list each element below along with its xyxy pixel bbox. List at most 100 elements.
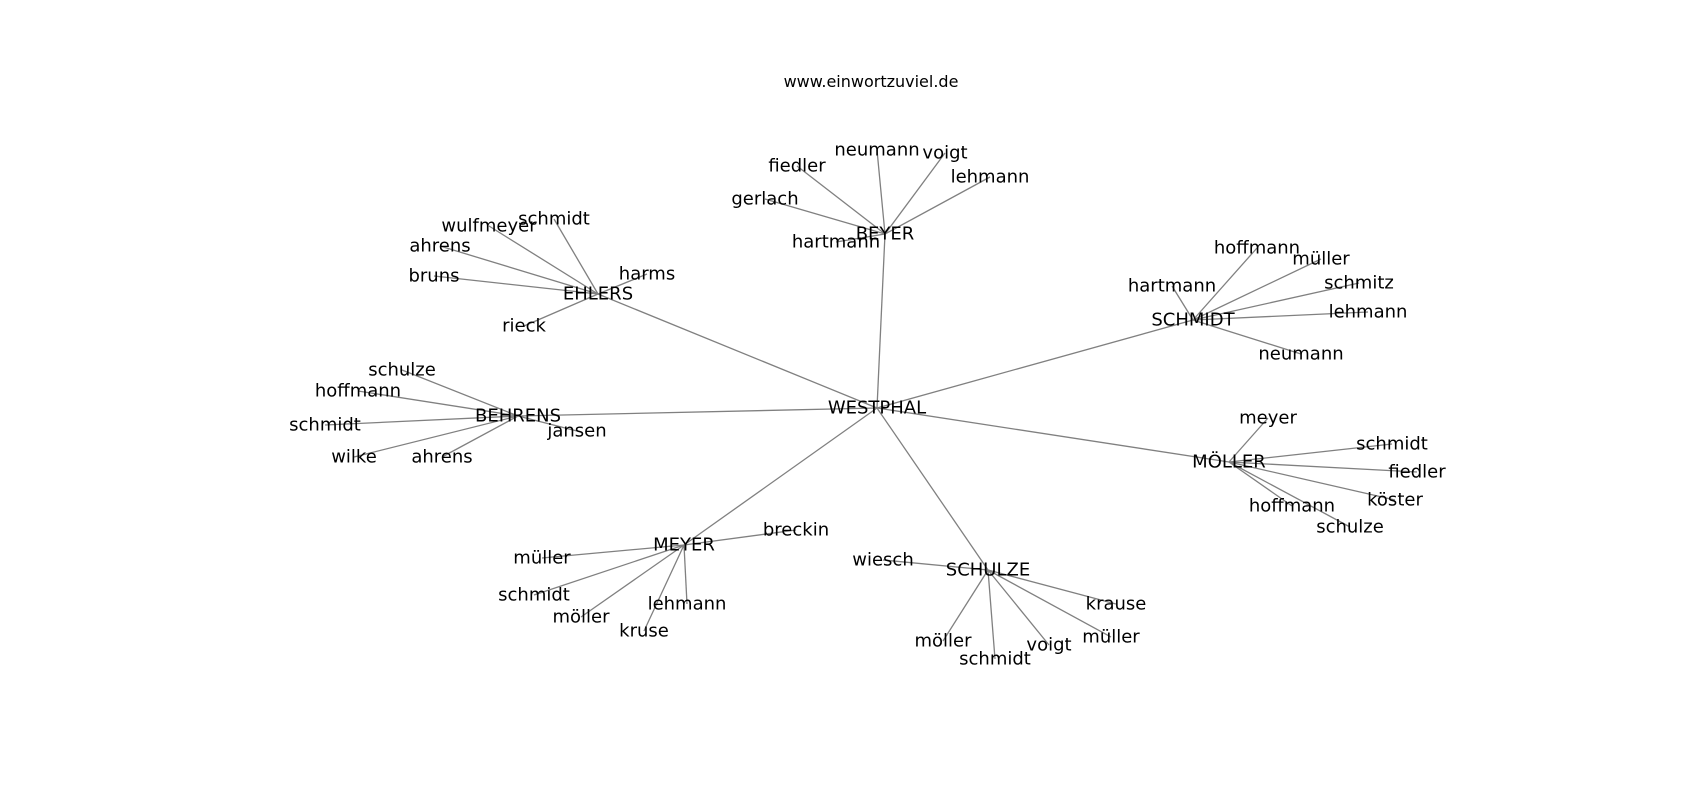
edge-beyer-gerlach (764, 198, 886, 235)
leaf-node-label: rieck (502, 316, 546, 337)
edge-möller-hoffmann (1228, 461, 1293, 507)
edge-beyer-fiedler (796, 165, 886, 235)
leaf-node-label: schulze (1316, 517, 1384, 538)
edge-beyer-hartmann (835, 233, 886, 243)
edge-behrens-ahrens (441, 415, 519, 458)
leaf-node-label: meyer (1239, 408, 1297, 429)
leaf-node-label: schmidt (959, 649, 1031, 670)
edge-meyer-müller (541, 544, 685, 559)
edge-schulze-voigt (987, 569, 1050, 646)
edge-behrens-wilke (353, 415, 519, 458)
leaf-node-label: ahrens (411, 447, 472, 468)
edge-beyer-neumann (876, 149, 886, 235)
leaf-node-label: wulfmeyer (441, 216, 537, 237)
edge-ehlers-schmidt (553, 218, 599, 295)
edge-meyer-schmidt (533, 544, 685, 596)
leaf-node-label: schulze (368, 360, 436, 381)
cluster-node-label: SCHULZE (946, 560, 1030, 581)
leaf-node-label: müller (1082, 627, 1140, 648)
edge-beyer-lehmann (884, 176, 991, 235)
edge-root-beyer (876, 233, 886, 409)
edge-root-möller (876, 407, 1230, 463)
edge-schmidt-neumann (1192, 319, 1302, 355)
edge-ehlers-rieck (523, 293, 599, 327)
edge-schmidt-müller (1192, 258, 1322, 321)
leaf-node-label: hoffmann (1214, 238, 1300, 259)
edge-behrens-schmidt (324, 415, 519, 426)
leaf-node-label: lehmann (648, 594, 727, 615)
leaf-node-label: jansen (546, 421, 606, 442)
leaf-node-label: ahrens (409, 236, 470, 257)
edge-ehlers-ahrens (439, 245, 599, 295)
leaf-node-label: bruns (408, 266, 459, 287)
edge-root-meyer (683, 407, 878, 546)
leaf-node-label: müller (513, 548, 571, 569)
leaf-node-label: schmidt (289, 415, 361, 436)
leaf-node-label: breckin (763, 520, 829, 541)
cluster-node-label: MEYER (653, 535, 715, 556)
cluster-node-label: EHLERS (563, 284, 633, 305)
leaf-node-label: kruse (619, 621, 669, 642)
edge-behrens-jansen (517, 415, 578, 432)
edge-behrens-hoffmann (357, 390, 519, 417)
graph-edges (324, 149, 1418, 660)
leaf-node-label: neumann (834, 140, 919, 161)
edge-meyer-kruse (643, 544, 685, 632)
leaf-node-label: schmidt (1356, 434, 1428, 455)
leaf-node-label: neumann (1258, 344, 1343, 365)
edge-root-ehlers (597, 293, 878, 409)
leaf-node-label: wilke (331, 447, 377, 468)
leaf-node-label: köster (1367, 490, 1423, 511)
leaf-node-label: wiesch (852, 550, 913, 571)
edge-root-schulze (876, 407, 989, 571)
leaf-node-label: hartmann (1128, 276, 1216, 297)
edge-ehlers-wulfmeyer (488, 225, 599, 295)
cluster-node-label: BEHRENS (475, 406, 561, 427)
leaf-node-label: hoffmann (315, 381, 401, 402)
leaf-node-label: hartmann (792, 232, 880, 253)
edge-schulze-müller (987, 569, 1112, 638)
leaf-node-label: voigt (1026, 635, 1071, 656)
edge-beyer-voigt (884, 152, 946, 235)
leaf-node-label: hoffmann (1249, 496, 1335, 517)
edge-schulze-wiesch (882, 559, 989, 571)
leaf-node-label: fiedler (1388, 462, 1446, 483)
leaf-node-label: lehmann (951, 167, 1030, 188)
edge-schulze-möller (942, 569, 989, 642)
leaf-node-label: voigt (922, 143, 967, 164)
edge-möller-meyer (1228, 417, 1269, 463)
edge-schulze-schmidt (987, 569, 996, 660)
edge-ehlers-bruns (433, 275, 599, 295)
leaf-node-label: möller (914, 631, 972, 652)
watermark-url: www.einwortzuviel.de (783, 72, 959, 91)
edge-schulze-krause (987, 569, 1117, 605)
edge-möller-schulze (1228, 461, 1351, 528)
leaf-node-label: lehmann (1329, 302, 1408, 323)
leaf-node-label: schmitz (1324, 273, 1394, 294)
edge-meyer-lehmann (683, 544, 688, 605)
edge-möller-schmidt (1228, 443, 1393, 463)
edge-schmidt-schmitz (1192, 282, 1360, 321)
cluster-node-label: MÖLLER (1192, 451, 1266, 473)
leaf-node-label: fiedler (768, 156, 826, 177)
leaf-node-label: müller (1292, 249, 1350, 270)
root-node-label: WESTPHAL (828, 398, 926, 419)
edge-meyer-möller (580, 544, 685, 618)
cluster-node-label: BEYER (856, 224, 915, 245)
edge-schmidt-hoffmann (1192, 247, 1258, 321)
edge-meyer-breckin (683, 529, 797, 546)
edge-root-behrens (517, 407, 878, 417)
edge-möller-fiedler (1228, 461, 1418, 473)
leaf-node-label: harms (619, 264, 675, 285)
leaf-node-label: möller (552, 607, 610, 628)
leaf-node-label: gerlach (731, 189, 798, 210)
leaf-node-label: schmidt (498, 585, 570, 606)
edge-schmidt-lehmann (1192, 311, 1369, 321)
edge-root-schmidt (876, 319, 1194, 409)
leaf-node-label: krause (1086, 594, 1147, 615)
edge-ehlers-harms (597, 273, 648, 295)
cluster-node-label: SCHMIDT (1151, 310, 1235, 331)
